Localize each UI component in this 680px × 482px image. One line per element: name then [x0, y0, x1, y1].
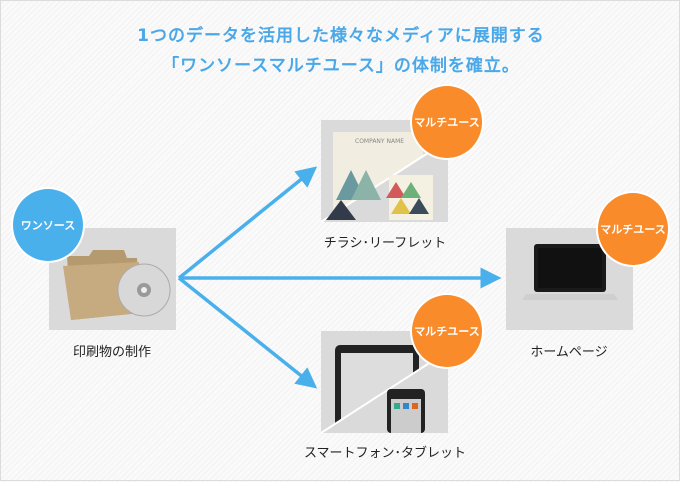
multi-use-badge-flyer: マルチユース: [410, 84, 484, 160]
flyer-image: COMPANY NAME: [321, 120, 448, 222]
flyer-label: チラシ･リーフレット: [323, 236, 447, 251]
source-label: 印刷物の制作: [72, 345, 151, 360]
flyer-illustration: [321, 132, 448, 222]
headline-line2: 「ワンソースマルチユース」の体制を確立。: [162, 56, 520, 76]
laptop-icon: [522, 244, 618, 300]
homepage-label: ホームページ: [530, 345, 608, 360]
arrow-to-flyer: [177, 166, 318, 280]
mobile-label: スマートフォン･タブレット: [303, 446, 467, 461]
arrow-to-mobile: [177, 276, 318, 389]
company-name-text: COMPANY NAME: [355, 138, 405, 145]
multi-use-badge-mobile: マルチユース: [410, 293, 484, 369]
tablet-smartphone-icon: [321, 345, 448, 433]
headline-line1: 1つのデータを活用した様々なメディアに展開する: [137, 26, 545, 46]
homepage-image: [506, 228, 633, 330]
folder-cd-icon: [63, 250, 171, 320]
one-source-badge: ワンソース: [11, 187, 85, 263]
source-image: [49, 228, 176, 330]
multi-use-badge-homepage: マルチユース: [596, 191, 670, 267]
